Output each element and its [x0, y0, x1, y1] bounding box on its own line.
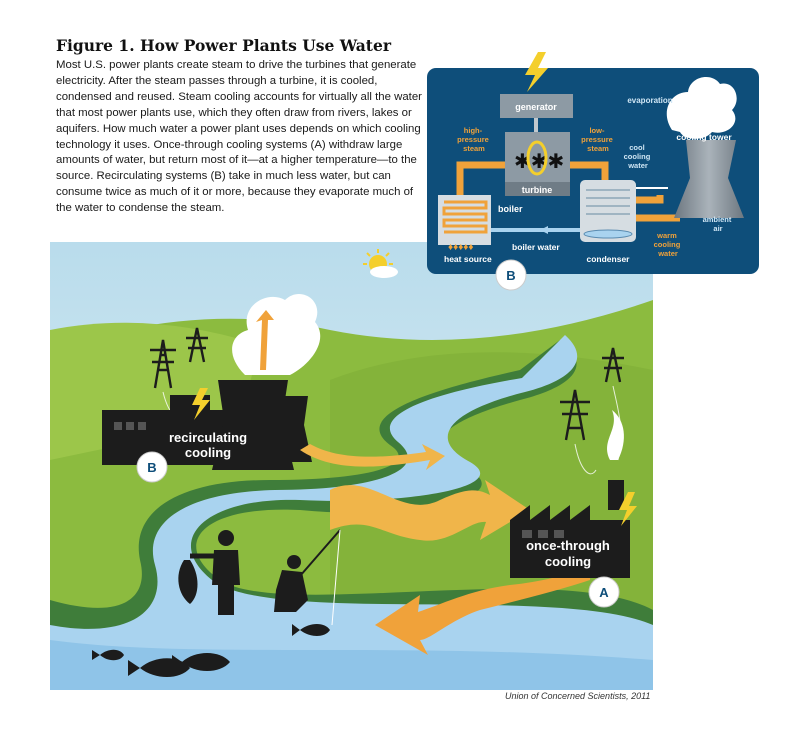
condenser-box [580, 180, 636, 242]
high-pressure-steam-label: high- pressure steam [457, 126, 491, 153]
cooling-tower-label: cooling tower [676, 132, 732, 142]
lake [50, 640, 653, 690]
flame-icon: ♦♦♦♦♦ [448, 242, 474, 253]
intake-arrow [300, 444, 445, 470]
discharge-wave-arrow [375, 565, 590, 655]
badge-b-scene: B [136, 451, 168, 483]
recirculating-label-2: cooling [185, 445, 231, 460]
figure-title: Figure 1. How Power Plants Use Water [56, 36, 391, 55]
ambient-air-label: ambient air [703, 215, 734, 233]
intake-wave-arrow [330, 480, 530, 541]
cooling-tower-body [674, 140, 744, 218]
recirculating-diagram: generator ✱✱✱ turbine ♦♦♦♦♦ boiler heat … [427, 52, 759, 274]
generator-box [500, 94, 573, 118]
stack-smoke [607, 410, 624, 460]
lightning-icon [525, 52, 548, 92]
steam-cloud [232, 293, 321, 375]
generator-label: generator [515, 102, 557, 112]
badge-a-scene: A [588, 576, 620, 608]
river [50, 335, 653, 690]
condenser-label: condenser [587, 254, 631, 264]
lightning-icon [192, 388, 210, 420]
flow-arrow-icon [540, 226, 548, 234]
recirculating-label-1: recirculating [169, 430, 247, 445]
cool-cooling-water-label: cool cooling water [624, 143, 653, 170]
warm-cooling-water-label: warm cooling water [654, 231, 683, 258]
svg-text:B: B [506, 268, 515, 283]
turbine-label: turbine [522, 185, 553, 195]
turbine-blades-icon: ✱✱✱ [514, 151, 564, 173]
turbine-coil [526, 140, 548, 176]
fish-icon [92, 624, 330, 677]
low-pressure-steam-label: low- pressure steam [581, 126, 615, 153]
recirculating-plant [102, 293, 321, 470]
once-through-label-1: once-through [526, 538, 610, 553]
sun-icon [363, 249, 398, 278]
evaporation-arrow [256, 310, 274, 370]
landscape-scene: recirculating cooling once-through cooli… [50, 242, 653, 690]
svg-text:B: B [147, 460, 156, 475]
svg-text:A: A [599, 585, 609, 600]
evaporation-label: evaporation [627, 96, 672, 105]
transmission-tower-icon [150, 327, 624, 441]
intro-paragraph: Most U.S. power plants create steam to d… [56, 59, 422, 215]
person-with-fish-icon [178, 530, 240, 615]
boiler-label: boiler [498, 204, 523, 214]
once-through-plant [510, 410, 637, 578]
boiler-water-label: boiler water [512, 242, 560, 252]
steam-pipes [456, 161, 680, 222]
source-credit: Union of Concerned Scientists, 2011 [505, 691, 651, 701]
heat-source-label: heat source [444, 254, 492, 264]
badge-b-inset: B [495, 259, 527, 291]
boiler-coil [442, 200, 488, 234]
once-through-label-2: cooling [545, 554, 591, 569]
fisherman-icon [274, 529, 341, 626]
lightning-icon [619, 492, 637, 526]
tower-steam-cloud [666, 77, 737, 139]
